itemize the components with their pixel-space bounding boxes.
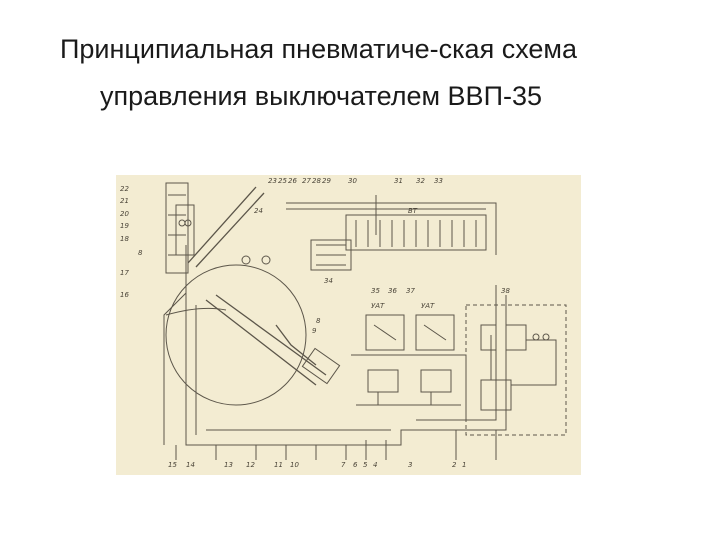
label-28: 28	[312, 177, 321, 185]
label-38: 38	[501, 287, 510, 295]
label-group: 22 21 20 19 18 8 17 16 23 25 26 27 28 29…	[120, 177, 510, 469]
label-3: 3	[408, 461, 412, 469]
label-18: 18	[120, 235, 129, 243]
label-8-right: 8	[316, 317, 321, 325]
label-24: 24	[254, 207, 263, 215]
drum-tank	[165, 264, 307, 406]
label-35: 35	[371, 287, 380, 295]
label-34: 34	[324, 277, 333, 285]
label-26: 26	[288, 177, 297, 185]
label-11: 11	[274, 461, 283, 469]
control-panel-dashed	[465, 304, 567, 436]
slide-title-line-1: Принципиальная пневматиче-ская схема	[60, 34, 577, 64]
label-21: 21	[120, 197, 129, 205]
label-27: 27	[302, 177, 311, 185]
label-31: 31	[394, 177, 403, 185]
label-30: 30	[348, 177, 357, 185]
label-gt: ВТ	[408, 207, 418, 215]
pneumatic-scheme-drawing: 22 21 20 19 18 8 17 16 23 25 26 27 28 29…	[116, 175, 581, 475]
label-9: 9	[312, 327, 317, 335]
label-36: 36	[388, 287, 397, 295]
label-5: 5	[363, 461, 368, 469]
label-22: 22	[120, 185, 129, 193]
label-8-left: 8	[138, 249, 143, 257]
label-16: 16	[120, 291, 129, 299]
label-10: 10	[290, 461, 299, 469]
label-1: 1	[462, 461, 466, 469]
slide-title-line-2: управления выключателем ВВП-35	[100, 81, 542, 111]
valve-block-top	[345, 214, 487, 251]
label-14: 14	[186, 461, 195, 469]
label-20: 20	[120, 210, 129, 218]
solenoid-valve-2	[415, 314, 455, 351]
label-2: 2	[452, 461, 457, 469]
pipe-frame-inner	[195, 285, 497, 435]
link-mechanism	[205, 294, 327, 386]
label-25: 25	[278, 177, 287, 185]
label-23: 23	[268, 177, 277, 185]
slide-title: Принципиальная пневматиче-ская схема упр…	[0, 26, 720, 120]
pressure-cylinder	[165, 182, 189, 274]
label-12: 12	[246, 461, 255, 469]
label-33: 33	[434, 177, 443, 185]
label-29: 29	[322, 177, 331, 185]
label-32: 32	[416, 177, 425, 185]
label-37: 37	[406, 287, 415, 295]
label-6: 6	[353, 461, 358, 469]
label-yat-1: УАТ	[371, 302, 385, 310]
label-15: 15	[168, 461, 177, 469]
scheme-svg: 22 21 20 19 18 8 17 16 23 25 26 27 28 29…	[120, 177, 567, 469]
inclined-rod	[187, 186, 265, 268]
label-7: 7	[341, 461, 346, 469]
solenoid-valve-1	[365, 314, 405, 351]
pipe-frame-outer	[163, 245, 507, 446]
label-13: 13	[224, 461, 233, 469]
label-19: 19	[120, 222, 129, 230]
label-4: 4	[373, 461, 377, 469]
label-yat-2: УАТ	[421, 302, 435, 310]
label-17: 17	[120, 269, 129, 277]
